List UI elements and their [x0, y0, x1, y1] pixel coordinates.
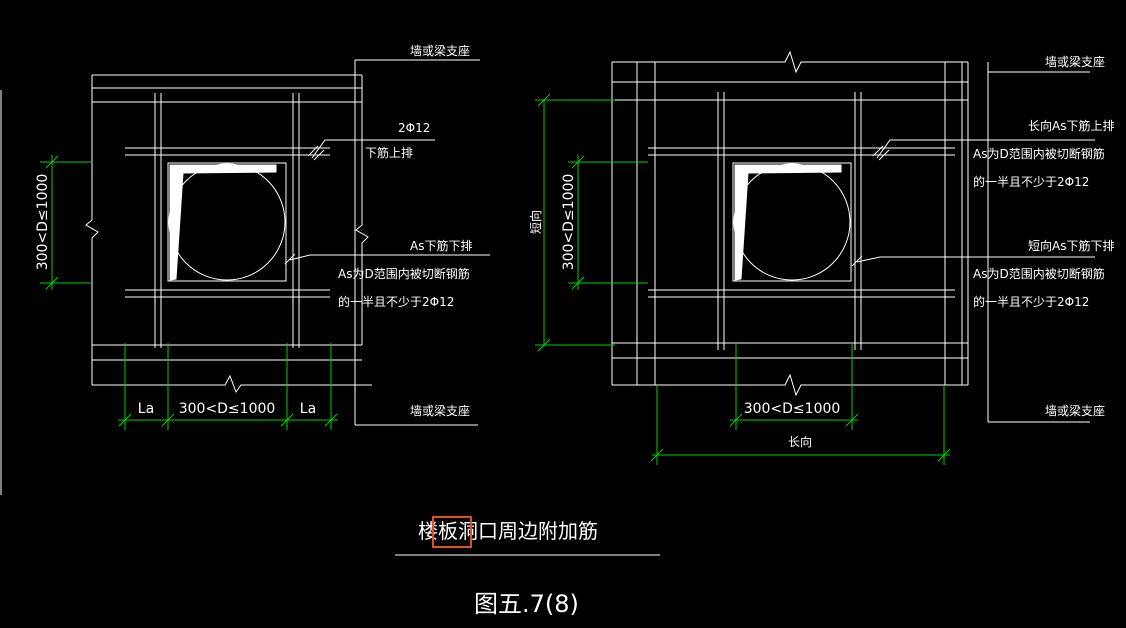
left-support-bands [92, 87, 362, 361]
right-top-support-label: 墙或梁支座 [1045, 54, 1105, 69]
caption-title-pre: 楼 [418, 519, 438, 543]
caption-highlight-box [432, 516, 472, 548]
right-dim-horizontal-label: 300<D≤1000 [744, 401, 841, 417]
left-opening [167, 162, 287, 282]
left-as-bottom-lower-label: As下筋下排 [410, 238, 472, 253]
left-dim-vertical-label: 300<D≤1000 [35, 174, 51, 271]
right-dim-long-label: 长向 [788, 434, 812, 449]
left-as-note-line2: 的一半且不少于2Φ12 [338, 294, 454, 309]
left-slab-outline [85, 59, 372, 425]
right-detail: 墙或梁支座 长向As下筋上排 As为D范围内被切断钢筋 的一半且不少于2Φ12 … [528, 50, 1114, 465]
right-short-note-line1: As为D范围内被切断钢筋 [973, 266, 1105, 281]
right-long-as-upper-label: 长向As下筋上排 [1028, 118, 1114, 133]
left-bottom-support-label: 墙或梁支座 [410, 403, 470, 418]
left-dim-la-left: La [138, 401, 154, 417]
left-rebar-2phi12-label: 2Φ12 [398, 121, 430, 135]
left-dim-horizontal-label: 300<D≤1000 [179, 401, 276, 417]
right-leaders [851, 71, 1095, 423]
left-leaders [284, 59, 490, 426]
right-long-note-line2: 的一半且不少于2Φ12 [973, 174, 1089, 189]
left-rebars [125, 93, 330, 348]
right-dimensions [535, 93, 951, 465]
right-bottom-support-label: 墙或梁支座 [1045, 403, 1105, 418]
left-detail: 墙或梁支座 2Φ12 下筋上排 As下筋下排 As为D范围内被切断钢筋 的一半且… [35, 43, 490, 430]
caption-title: 楼板洞口周边附加筋 [418, 519, 598, 543]
right-dim-vertical-label: 300<D≤1000 [561, 174, 577, 271]
right-rebars [648, 92, 955, 350]
left-dimensions [40, 155, 338, 430]
caption-title-post: 口周边附加筋 [478, 519, 598, 543]
right-short-note-line2: 的一半且不少于2Φ12 [973, 294, 1089, 309]
right-slab-outline [611, 50, 996, 422]
left-top-support-label: 墙或梁支座 [410, 43, 470, 58]
left-as-note-line1: As为D范围内被切断钢筋 [338, 266, 470, 281]
right-short-as-lower-label: 短向As下筋下排 [1028, 238, 1114, 253]
figure-number: 图五.7(8) [474, 590, 579, 618]
right-support-bands [612, 62, 968, 385]
left-dim-la-right: La [300, 401, 316, 417]
right-long-note-line1: As为D范围内被切断钢筋 [973, 146, 1105, 161]
left-rebar-bottom-upper-label: 下筋上排 [365, 145, 413, 160]
caption: 楼板洞口周边附加筋 图五.7(8) [395, 516, 660, 618]
right-opening [732, 162, 852, 282]
right-dim-short-label: 短向 [528, 210, 543, 234]
